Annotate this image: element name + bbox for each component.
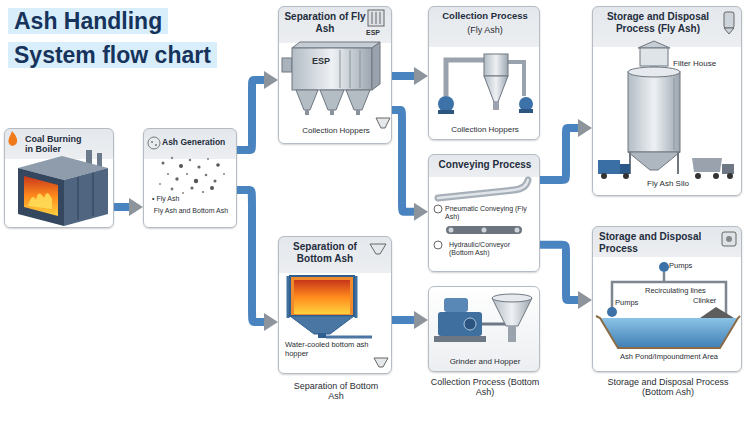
node-heading: Ash Generation xyxy=(162,138,236,148)
process-box: Grinder and HopperCollection Process (Bo… xyxy=(428,286,540,372)
process-box: Conveying ProcessPneumatic Conveying (Fl… xyxy=(428,154,540,272)
part-label: ESP xyxy=(312,57,330,66)
node-text: Fly Ash and Bottom Ash xyxy=(146,207,236,215)
flow-arrow xyxy=(392,72,414,80)
node-heading: Grinder and Hopper xyxy=(429,357,541,366)
title-box: Ash Handling System flow chart xyxy=(8,4,233,72)
node-text: Recirculating lines xyxy=(645,287,735,296)
node-text: Storage and Disposal Process (Bottom Ash… xyxy=(593,377,743,398)
node-heading: Storage and Disposal Process (Fly Ash) xyxy=(599,11,717,34)
flow-arrow xyxy=(237,190,264,322)
flow-arrow xyxy=(237,80,264,150)
node-text: Hydraulic/Conveyor (Bottom Ash) xyxy=(449,241,533,257)
process-box: Collection Process (Fly Ash) Collection Ho… xyxy=(428,6,540,140)
node-text: (Fly Ash) xyxy=(431,25,539,35)
part-label: ESP xyxy=(366,29,380,36)
node-text: Separation of Bottom Ash xyxy=(286,381,386,402)
node-text: Pumps xyxy=(669,262,709,271)
node-text: Filter House xyxy=(673,59,739,68)
node-text: Ash Pond/Impoundment Area xyxy=(607,353,731,362)
node-heading: Conveying Process xyxy=(431,159,539,171)
process-box: Separation of Fly AshCollection Hoppers xyxy=(278,6,392,144)
flow-arrow xyxy=(114,203,129,211)
diagram-title: Ash Handling System flow chart xyxy=(8,8,217,68)
node-text: Collection Hoppers xyxy=(279,126,393,135)
node-text: Clinker xyxy=(693,297,733,306)
node-text: Collection Process (Bottom Ash) xyxy=(429,377,541,398)
node-heading: Coal Burning in Boiler xyxy=(25,134,91,155)
node-text: Fly Ash Silo xyxy=(623,179,713,188)
node-heading: Separation of Fly Ash xyxy=(283,11,367,34)
flow-arrow xyxy=(540,128,578,180)
node-text: Pneumatic Conveying (Fly Ash) xyxy=(445,205,539,221)
flow-arrow xyxy=(392,110,414,212)
flow-arrow xyxy=(392,316,414,324)
node-heading: Storage and Disposal Process xyxy=(599,231,717,254)
flow-arrow xyxy=(540,245,578,300)
process-box: Coal Burning in Boiler xyxy=(4,128,114,228)
process-box: Separation of Bottom AshWater-cooled bot… xyxy=(278,236,392,374)
process-box: Storage and Disposal Process (Fly Ash) Fi… xyxy=(592,6,742,196)
node-text: Pumps xyxy=(615,299,655,308)
process-box: Ash Generation • Fly AshFly Ash and Botto… xyxy=(143,128,237,228)
node-heading: Separation of Bottom Ash xyxy=(283,241,367,264)
node-heading: Collection Process xyxy=(431,11,539,22)
node-text: • Fly Ash xyxy=(152,195,232,203)
node-text: Water-cooled bottom ash hopper xyxy=(285,341,385,358)
process-box: Storage and Disposal ProcessPumpsRecircu… xyxy=(592,226,742,372)
node-text: Collection Hoppers xyxy=(429,125,541,134)
